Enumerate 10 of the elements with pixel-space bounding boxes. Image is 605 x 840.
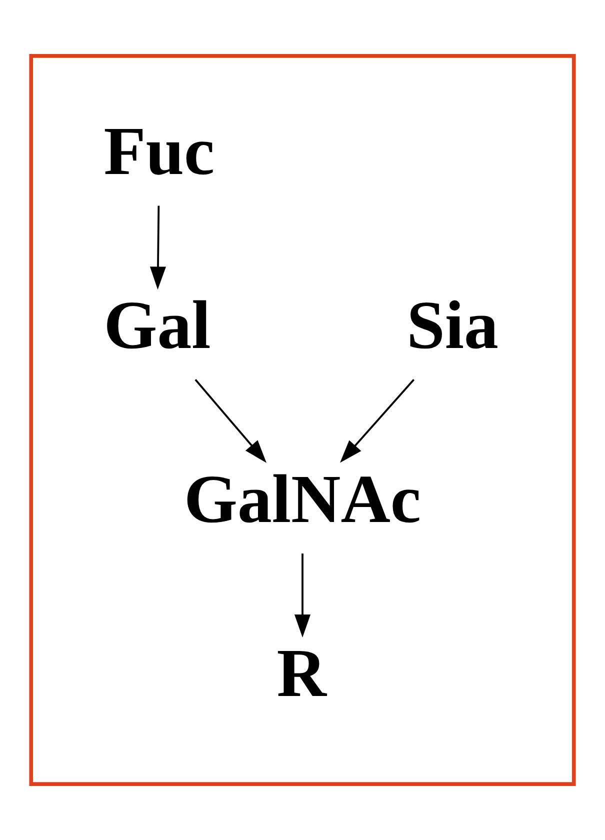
node-text: R	[276, 634, 326, 711]
cluster	[29, 54, 576, 786]
node-text: Gal	[104, 286, 211, 363]
arrow	[194, 379, 266, 463]
arrow	[294, 554, 311, 638]
arrow	[150, 206, 166, 290]
node-text: GalNAc	[184, 460, 421, 537]
node-text: Sia	[406, 286, 498, 363]
node-text: Fuc	[104, 113, 215, 190]
arrow	[340, 379, 415, 463]
